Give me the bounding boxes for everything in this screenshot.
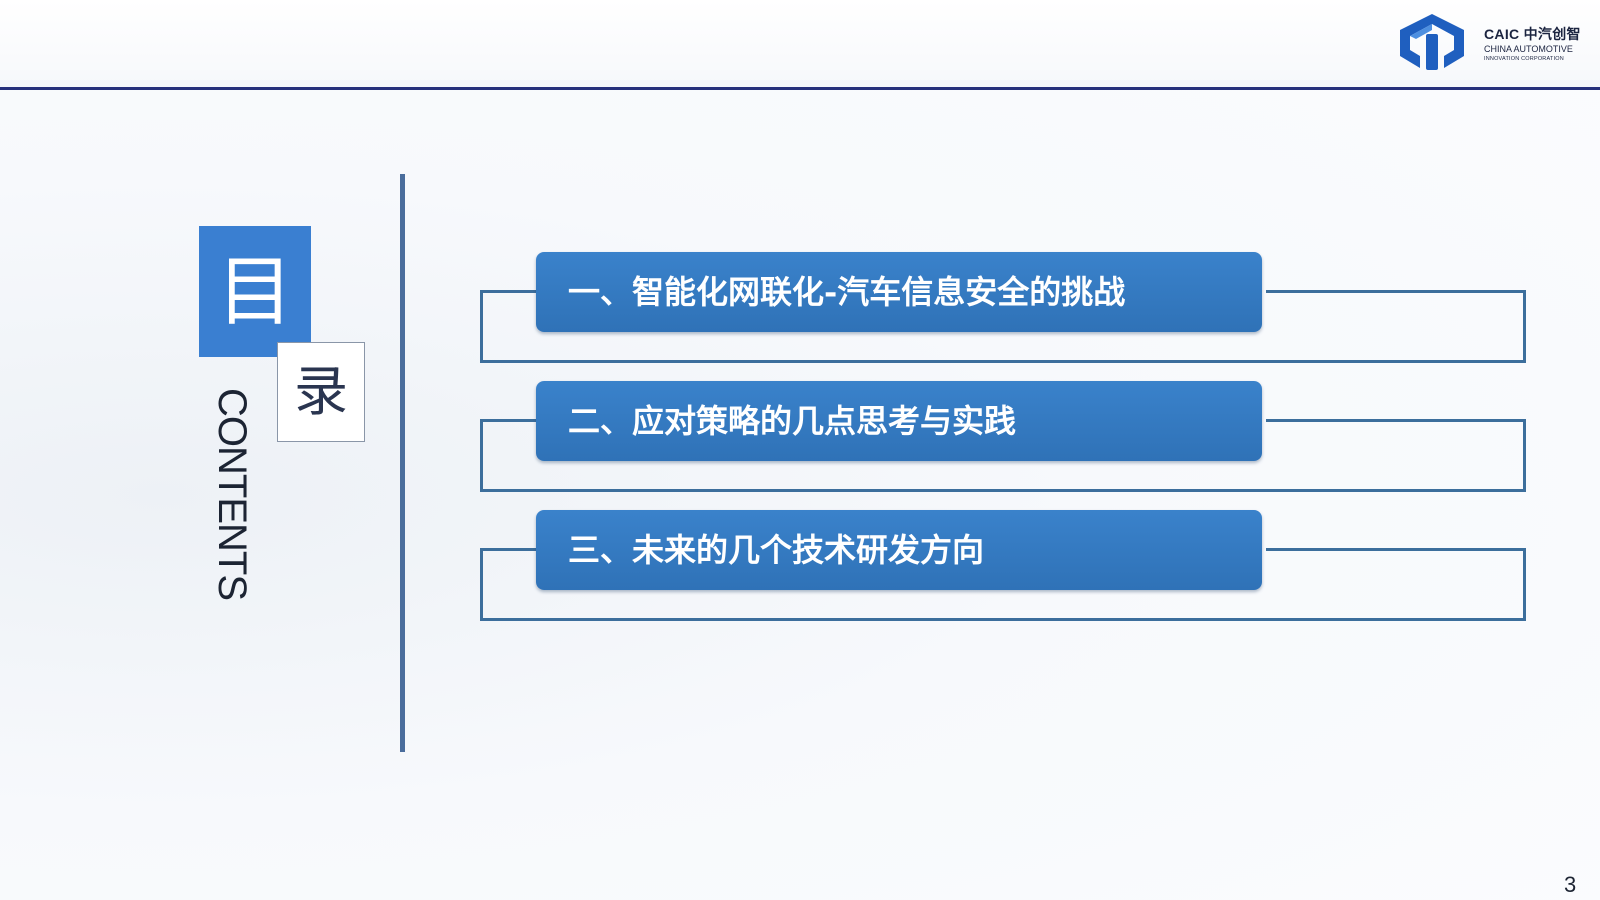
logo-english-line1: CHINA AUTOMOTIVE <box>1484 44 1573 54</box>
agenda-item-2[interactable]: 二、应对策略的几点思考与实践 <box>480 381 1526 493</box>
logo-english-line2: INNOVATION CORPORATION <box>1484 56 1564 62</box>
agenda-bracket <box>480 419 1526 492</box>
contents-char-lu: 录 <box>277 342 365 442</box>
agenda-bracket-top-left <box>480 290 540 293</box>
agenda-bracket <box>480 548 1526 621</box>
agenda-item-label: 一、智能化网联化-汽车信息安全的挑战 <box>568 273 1126 311</box>
agenda-bracket <box>480 290 1526 363</box>
contents-label: CONTENTS <box>210 388 254 600</box>
agenda-pill[interactable]: 一、智能化网联化-汽车信息安全的挑战 <box>536 252 1262 332</box>
header-rule <box>0 87 1600 90</box>
agenda-item-label: 三、未来的几个技术研发方向 <box>568 531 985 569</box>
logo-brand-text: CAIC 中汽创智 <box>1484 26 1581 42</box>
vertical-divider <box>400 174 405 752</box>
header-bar <box>0 0 1600 88</box>
agenda-item-label: 二、应对策略的几点思考与实践 <box>568 402 1017 440</box>
agenda-item-3[interactable]: 三、未来的几个技术研发方向 <box>480 510 1526 622</box>
agenda-pill[interactable]: 二、应对策略的几点思考与实践 <box>536 381 1262 461</box>
agenda-bracket-top-right <box>1266 548 1526 551</box>
contents-char-mu: 目 <box>199 226 311 357</box>
page-number: 3 <box>1564 872 1577 897</box>
agenda-bracket-top-left <box>480 548 540 551</box>
company-logo: CAIC 中汽创智 CHINA AUTOMOTIVE INNOVATION CO… <box>1390 10 1590 74</box>
agenda-bracket-top-right <box>1266 419 1526 422</box>
caic-logo-icon <box>1400 14 1464 70</box>
agenda-bracket-top-left <box>480 419 540 422</box>
agenda-pill[interactable]: 三、未来的几个技术研发方向 <box>536 510 1262 590</box>
agenda-item-1[interactable]: 一、智能化网联化-汽车信息安全的挑战 <box>480 252 1526 364</box>
agenda-bracket-top-right <box>1266 290 1526 293</box>
